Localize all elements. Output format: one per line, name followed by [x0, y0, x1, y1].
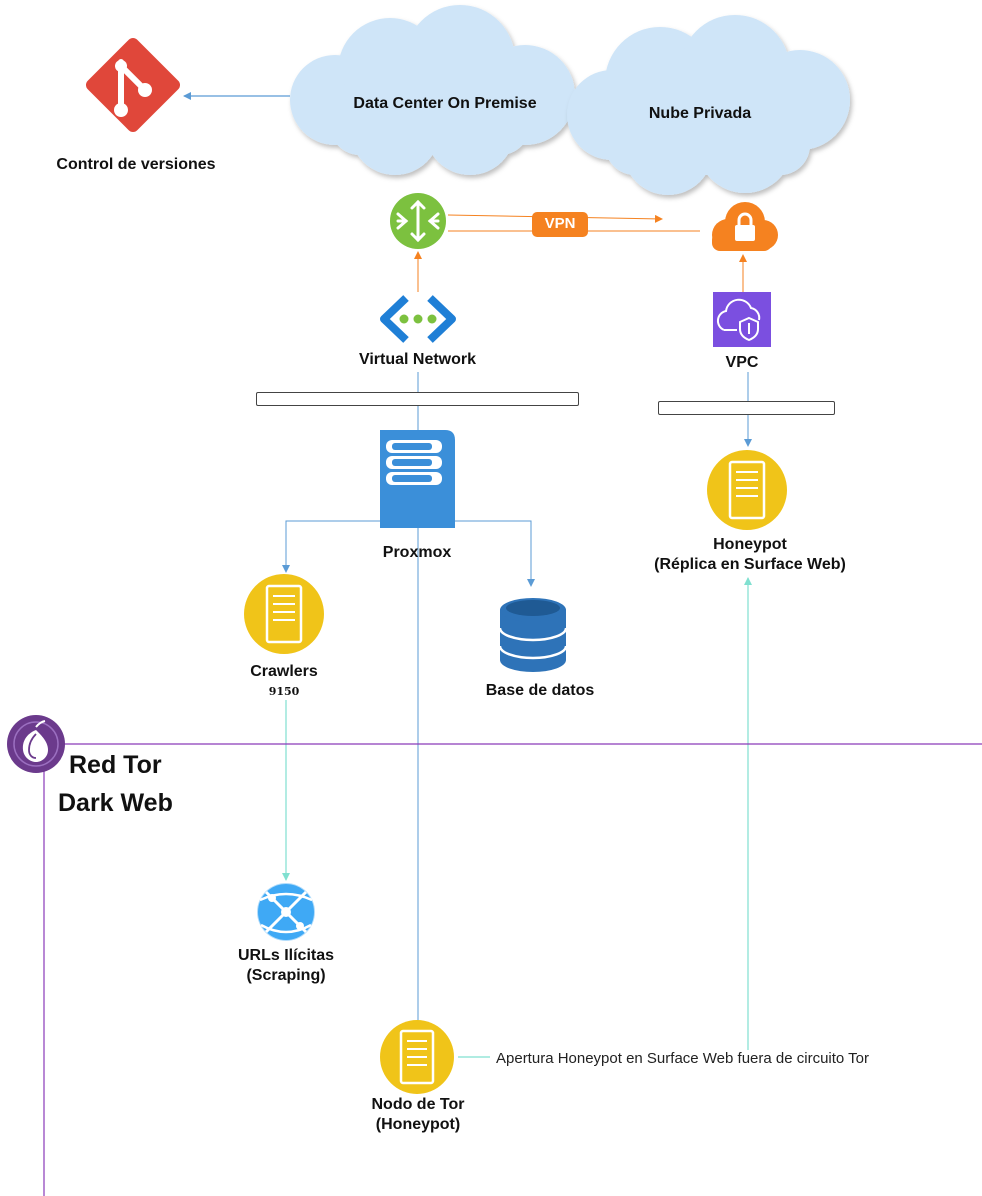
urls-label: URLs Ilícitas — [237, 947, 335, 964]
crawlers-server-icon — [244, 574, 324, 654]
network-bar-left — [256, 392, 579, 406]
database-icon — [498, 598, 568, 672]
vpn-badge — [532, 212, 588, 237]
virtual-network-icon — [380, 295, 456, 343]
database-label: Base de datos — [485, 682, 595, 699]
network-bar-right — [658, 401, 835, 415]
vpc-label: VPC — [725, 354, 759, 371]
nube-privada-label: Nube Privada — [648, 105, 752, 122]
nodo-label: Nodo de Tor — [371, 1096, 465, 1113]
globe-network-icon — [256, 882, 316, 942]
router-icon — [390, 193, 446, 249]
git-icon — [85, 37, 181, 133]
nodo-tor-server-icon — [380, 1020, 454, 1094]
vpc-shield-icon — [713, 292, 771, 347]
urls-sub-label: (Scraping) — [246, 967, 326, 984]
cloud-lock-icon — [712, 202, 778, 251]
crawlers-port-label: 9150 — [268, 685, 300, 698]
cloud-data-center-icon — [290, 5, 575, 175]
apertura-annotation: Apertura Honeypot en Surface Web fuera d… — [496, 1050, 869, 1067]
honeypot-server-icon — [707, 450, 787, 530]
cloud-nube-privada-icon — [567, 15, 850, 195]
honeypot-label: Honeypot — [713, 536, 787, 553]
crawlers-label: Crawlers — [250, 663, 318, 680]
red-tor-label: Red Tor — [69, 751, 162, 779]
proxmox-label: Proxmox — [382, 544, 452, 561]
link-proxmox-to-crawlers — [282, 520, 380, 573]
server-rack-icon — [380, 430, 455, 528]
link-proxmox-to-db — [455, 520, 535, 587]
data-center-label: Data Center On Premise — [353, 95, 537, 112]
virtual-network-label: Virtual Network — [358, 351, 477, 368]
git-label: Control de versiones — [56, 156, 216, 173]
dark-web-label: Dark Web — [58, 789, 173, 817]
honeypot-sub-label: (Réplica en Surface Web) — [654, 556, 846, 573]
vpn-label: VPN — [544, 215, 576, 232]
nodo-sub-label: (Honeypot) — [375, 1116, 461, 1133]
tor-onion-icon — [7, 715, 65, 773]
